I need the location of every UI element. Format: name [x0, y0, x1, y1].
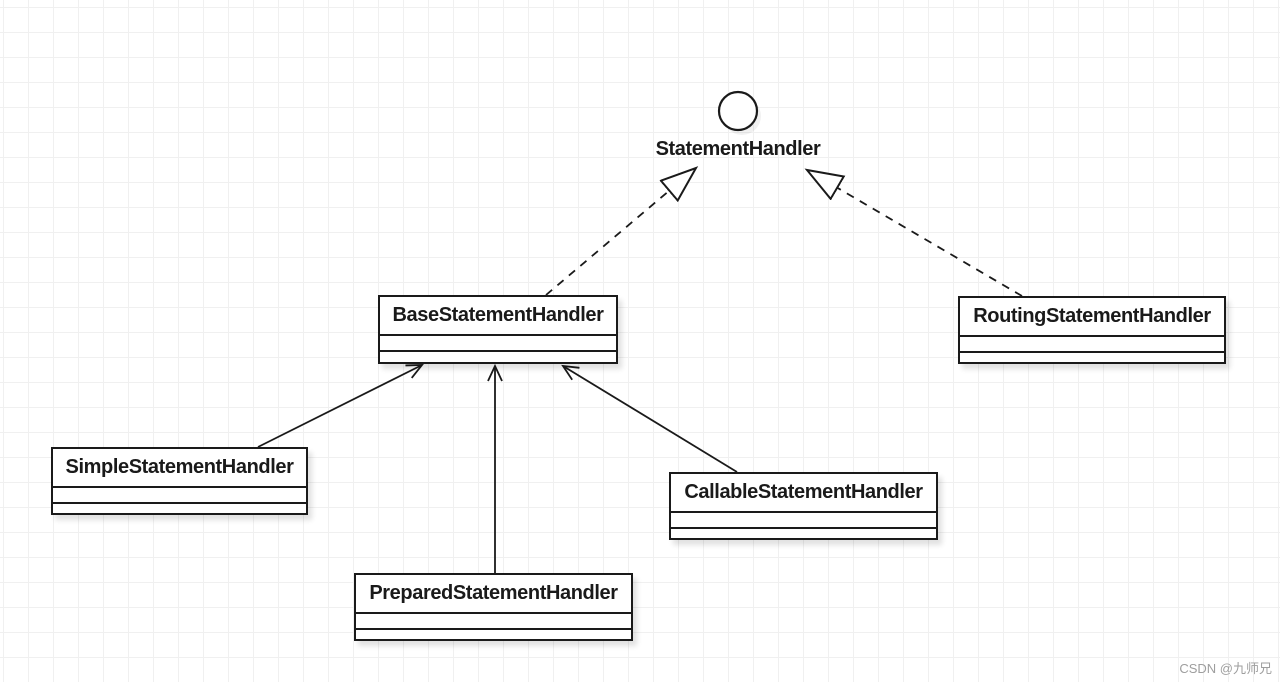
edge-realization-base-to-statementhandler	[545, 168, 696, 296]
class-title: RoutingStatementHandler	[960, 298, 1224, 337]
methods-compartment	[356, 630, 631, 639]
class-title: CallableStatementHandler	[671, 474, 936, 513]
class-title: BaseStatementHandler	[380, 297, 616, 336]
methods-compartment	[960, 353, 1224, 362]
fields-compartment	[960, 337, 1224, 353]
methods-compartment	[671, 529, 936, 538]
interface-circle	[717, 90, 759, 132]
interface-circle-shadow	[723, 97, 761, 135]
class-title: PreparedStatementHandler	[356, 575, 631, 614]
methods-compartment	[380, 352, 616, 362]
edge-extends-callable-to-base	[561, 364, 738, 473]
class-box-routingstatementhandler: RoutingStatementHandler	[958, 296, 1226, 364]
interface-label-statementhandler: StatementHandler	[655, 138, 821, 160]
class-title: SimpleStatementHandler	[53, 449, 306, 488]
csdn-watermark: CSDN @九师兄	[1179, 661, 1272, 676]
fields-compartment	[671, 513, 936, 529]
fields-compartment	[380, 336, 616, 352]
fields-compartment	[53, 488, 306, 504]
methods-compartment	[53, 504, 306, 513]
class-box-simplestatementhandler: SimpleStatementHandler	[51, 447, 308, 515]
edge-realization-routing-to-statementhandler	[807, 170, 1023, 297]
class-box-preparedstatementhandler: PreparedStatementHandler	[354, 573, 633, 641]
class-box-basestatementhandler: BaseStatementHandler	[378, 295, 618, 364]
fields-compartment	[356, 614, 631, 630]
edge-extends-simple-to-base	[257, 364, 424, 448]
class-box-callablestatementhandler: CallableStatementHandler	[669, 472, 938, 540]
